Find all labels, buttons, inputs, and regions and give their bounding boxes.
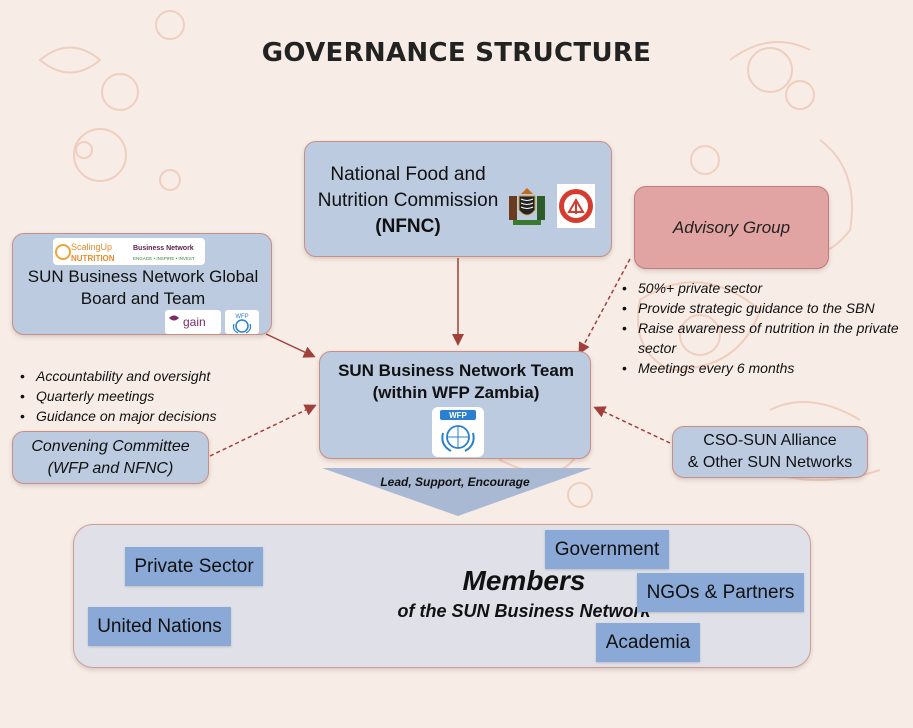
members-subtitle: of the SUN Business Network [397, 601, 651, 621]
advisory-bullet-continuation: sector [638, 340, 677, 356]
gain-logo-text: gain [183, 315, 206, 329]
advisory-bullet-list: 50%+ private sector Provide strategic gu… [620, 278, 910, 378]
arrow-cso-to-team [593, 406, 671, 444]
sbn-team-line-1: SUN Business Network Team [338, 361, 574, 380]
convening-bullet-list: Accountability and oversight Quarterly m… [18, 366, 258, 426]
nfnc-line-2: Nutrition Commission [317, 190, 499, 211]
sun-logo-text-4: ENGAGE • INSPIRE • INVEST [133, 256, 195, 261]
nfnc-line-1: National Food and [330, 164, 486, 185]
wfp-small-logo-icon: WFP [225, 310, 259, 334]
wfp-logo-icon: WFP [432, 407, 484, 457]
member-chip-private-sector: Private Sector [125, 547, 263, 586]
zambia-coat-of-arms-icon [509, 188, 545, 225]
sbn-global-board-box: ScalingUp NUTRITION Business Network ENG… [12, 233, 272, 335]
member-chip-academia: Academia [596, 623, 700, 662]
convening-line-1: Convening Committee [31, 437, 190, 455]
convening-line-2: (WFP and NFNC) [47, 459, 174, 477]
page-title: GOVERNANCE STRUCTURE [261, 38, 652, 68]
sbn-global-line-2: Board and Team [80, 289, 206, 308]
nfnc-label: National Food and Nutrition Commission (… [313, 162, 503, 240]
gain-logo-icon: gain [165, 310, 221, 334]
sun-logo-text-1: ScalingUp [71, 242, 112, 252]
arrow-convening-to-team [209, 404, 317, 457]
members-box: Members of the SUN Business Network Priv… [73, 524, 811, 668]
lead-funnel-arrow [322, 468, 592, 516]
nfnc-seal-icon [557, 184, 595, 228]
member-chip-ngos-partners: NGOs & Partners [637, 573, 804, 612]
sun-logo-text-3: Business Network [133, 245, 194, 252]
members-title: Members [462, 565, 586, 596]
sbn-team-box: SUN Business Network Team (within WFP Za… [319, 351, 591, 459]
advisory-bullet: 50%+ private sector [620, 278, 910, 298]
convening-bullet: Guidance on major decisions [18, 406, 258, 426]
cso-line-1: CSO-SUN Alliance [703, 432, 837, 449]
cso-sun-alliance-box: CSO-SUN Alliance & Other SUN Networks [672, 426, 868, 478]
sun-logo-icon: ScalingUp NUTRITION Business Network ENG… [53, 238, 205, 265]
member-chip-government: Government [545, 530, 669, 569]
nfnc-box: National Food and Nutrition Commission (… [304, 141, 612, 257]
sbn-global-label: SUN Business Network Global Board and Te… [13, 266, 273, 310]
wfp-logo-text: WFP [449, 411, 467, 420]
lead-support-encourage-label: Lead, Support, Encourage [380, 475, 530, 489]
wfp-small-logo-text: WFP [235, 314, 248, 320]
advisory-group-box: Advisory Group [634, 186, 829, 269]
sbn-team-line-2: (within WFP Zambia) [372, 383, 540, 402]
convening-committee-box: Convening Committee (WFP and NFNC) [12, 431, 209, 484]
arrow-global-to-team [265, 333, 316, 358]
advisory-bullet: Meetings every 6 months [620, 358, 910, 378]
sbn-global-line-1: SUN Business Network Global [27, 267, 259, 286]
sbn-team-label: SUN Business Network Team (within WFP Za… [320, 360, 592, 404]
advisory-bullet: Provide strategic guidance to the SBN [620, 298, 910, 318]
sun-logo-text-2: NUTRITION [71, 254, 115, 263]
member-chip-united-nations: United Nations [88, 607, 231, 646]
nfnc-line-3: (NFNC) [375, 216, 441, 237]
arrow-advisory-to-team [578, 258, 631, 355]
advisory-bullet: Raise awareness of nutrition in the priv… [620, 318, 910, 338]
cso-line-2: & Other SUN Networks [687, 454, 853, 471]
convening-bullet: Accountability and oversight [18, 366, 258, 386]
convening-bullet: Quarterly meetings [18, 386, 258, 406]
